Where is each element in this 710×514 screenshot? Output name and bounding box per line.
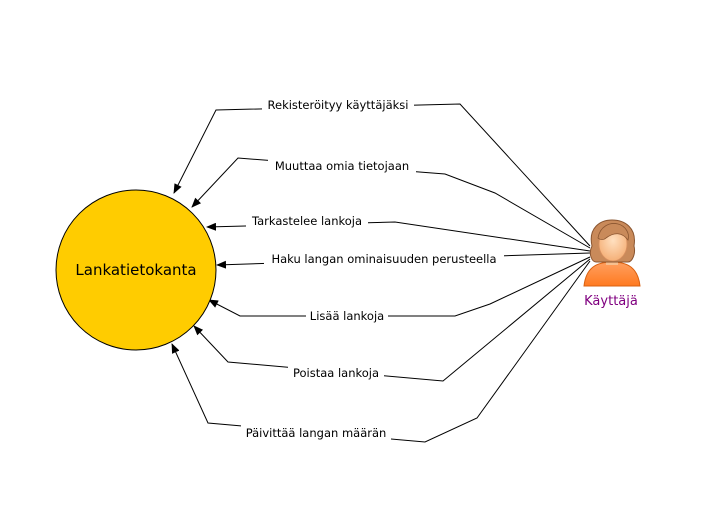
edge-lisaa bbox=[208, 256, 591, 317]
use-case-label-rekisteroityy: Rekisteröityy käyttäjäksi bbox=[268, 98, 409, 112]
use-case-label-muuttaa: Muuttaa omia tietojaan bbox=[275, 159, 409, 173]
edge-muuttaa bbox=[191, 157, 591, 249]
actor-label: Käyttäjä bbox=[584, 294, 638, 309]
edges bbox=[171, 103, 591, 443]
system-label: Lankatietokanta bbox=[75, 261, 196, 279]
use-case-label-paivittaa: Päivittää langan määrän bbox=[246, 426, 387, 440]
actor: Käyttäjä bbox=[583, 219, 641, 309]
edge-paivittaa bbox=[171, 260, 591, 443]
edge-labels: Rekisteröityy käyttäjäksi Muuttaa omia t… bbox=[241, 97, 504, 441]
user-avatar-icon bbox=[583, 219, 641, 287]
use-case-label-lisaa: Lisää lankoja bbox=[310, 309, 384, 323]
system-circle bbox=[55, 189, 217, 351]
edge-rekisteroityy bbox=[173, 103, 591, 247]
edge-poistaa bbox=[193, 258, 591, 382]
use-case-label-haku: Haku langan ominaisuuden perusteella bbox=[271, 252, 496, 266]
use-case-label-poistaa: Poistaa lankoja bbox=[293, 366, 379, 380]
system-node: Lankatietokanta bbox=[55, 189, 217, 351]
use-case-label-tarkastelee: Tarkastelee lankoja bbox=[251, 214, 362, 228]
